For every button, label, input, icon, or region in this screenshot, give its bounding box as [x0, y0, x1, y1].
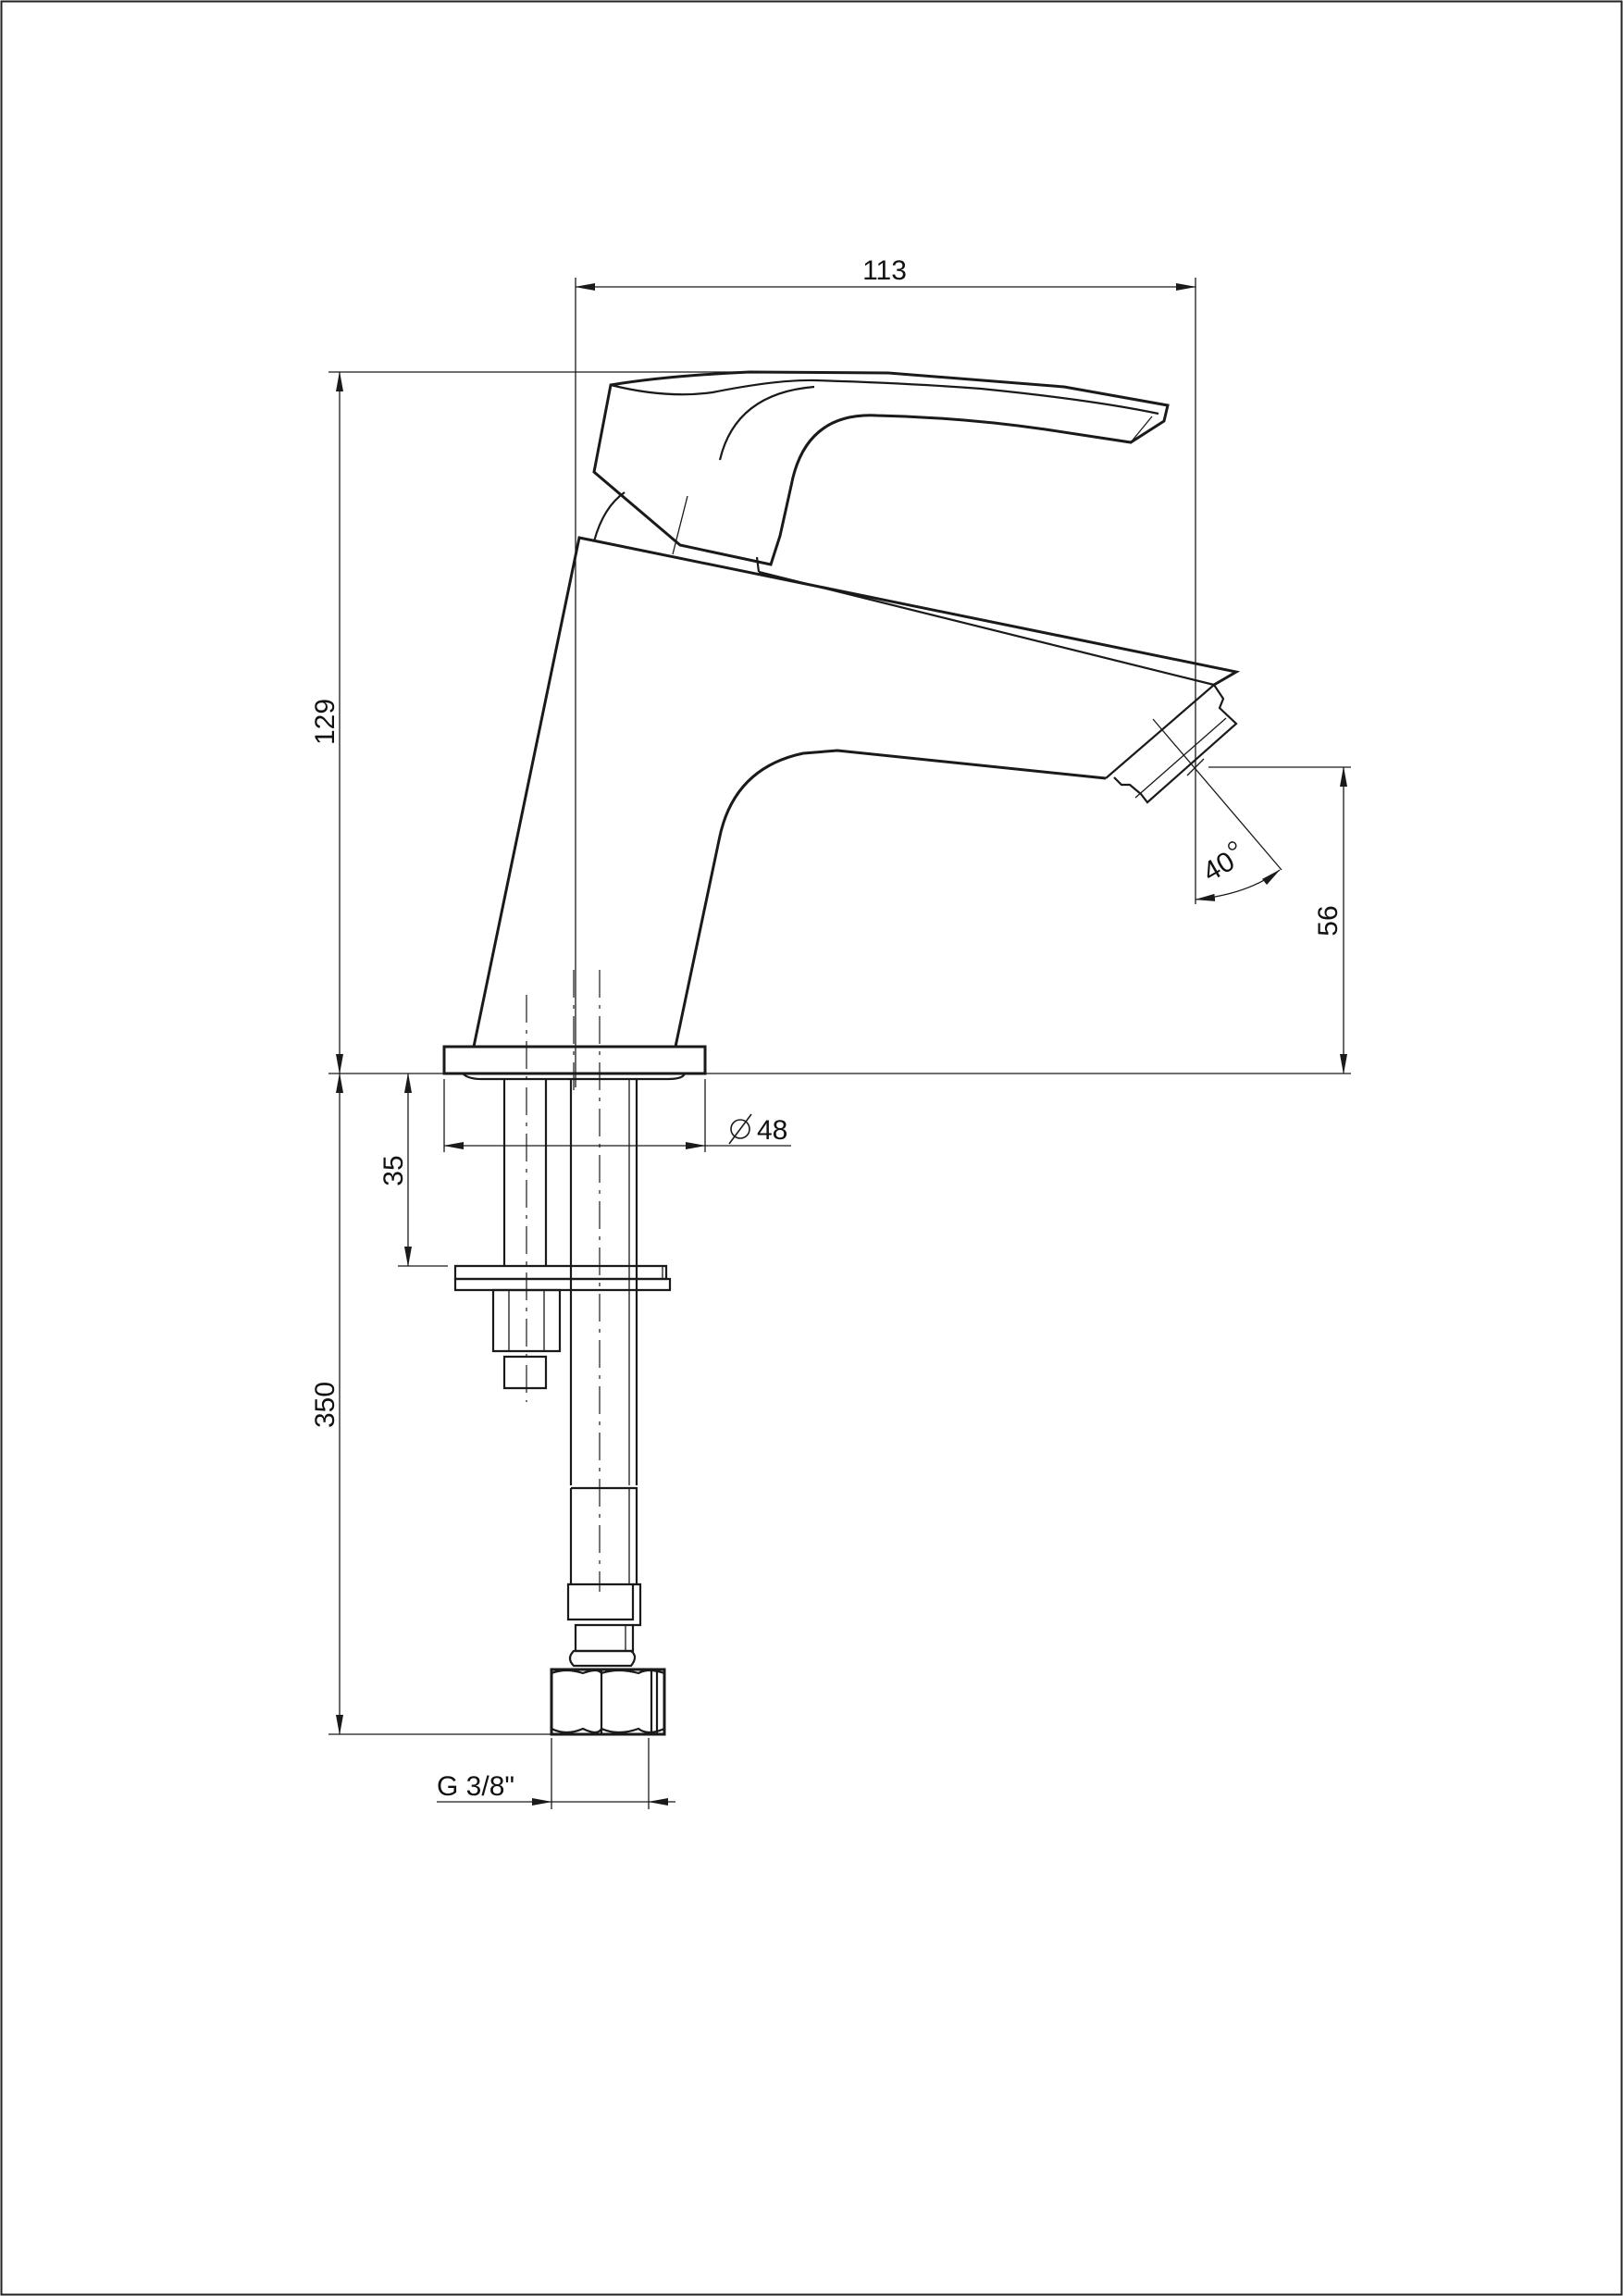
- dim-35: 35: [378, 1155, 409, 1185]
- center-lines: [526, 970, 601, 1592]
- diameter-symbol: [730, 1119, 750, 1139]
- dimension-lines: [328, 278, 1351, 1809]
- faucet-body: [442, 370, 1241, 1081]
- dim-113: 113: [862, 255, 907, 286]
- mounting-assembly: [453, 1079, 672, 1736]
- dim-56: 56: [1313, 905, 1344, 936]
- dim-48: 48: [757, 1115, 787, 1146]
- dim-g-thread: G 3/8": [437, 1771, 514, 1802]
- dim-350: 350: [310, 1382, 341, 1428]
- dim-48-diameter: 48: [728, 1113, 787, 1146]
- dim-40-angle: 40: [1198, 841, 1240, 887]
- degree-symbol: [1228, 841, 1237, 850]
- dim-40: 40: [1198, 846, 1240, 887]
- dim-129: 129: [310, 699, 341, 745]
